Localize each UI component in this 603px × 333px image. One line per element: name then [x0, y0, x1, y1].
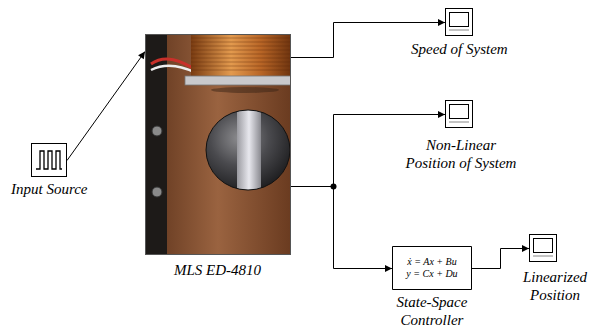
block-shape — [529, 234, 557, 262]
signal-line — [472, 245, 529, 269]
scope-icon — [445, 8, 473, 36]
block-shape — [445, 100, 473, 128]
arrow-head — [138, 52, 145, 60]
block-shape — [445, 8, 473, 36]
equation-text: ẋ = Ax + Bu — [407, 256, 456, 269]
scope-block: Speed of System — [445, 8, 473, 36]
arrow-head — [385, 265, 392, 272]
block-label: Linearized Position — [515, 268, 595, 304]
block-shape: ẋ = Ax + Buy = Cx + Du — [392, 246, 472, 290]
scope-block: Linearized Position — [529, 234, 557, 262]
signal-line — [291, 187, 392, 273]
signal-path — [67, 52, 145, 161]
block-label: Input Source — [11, 180, 88, 198]
block-label: Non-Linear Position of System — [401, 136, 521, 172]
arrow-head — [438, 111, 445, 118]
scope-icon — [529, 234, 557, 262]
block-body: ẋ = Ax + Buy = Cx + Du — [392, 246, 472, 290]
block-shape — [145, 34, 291, 255]
source-block: Input Source — [31, 143, 67, 177]
plant-block: MLS ED-4810 — [145, 34, 291, 255]
signal-path — [472, 249, 529, 269]
signal-line — [291, 111, 445, 190]
block-label: State-Space Controller — [386, 293, 478, 329]
arrow-head — [438, 19, 445, 26]
levitation-photo — [145, 34, 291, 255]
equation-text: y = Cx + Du — [406, 268, 457, 281]
block-shape — [31, 143, 67, 177]
scope-icon — [445, 100, 473, 128]
block-label: MLS ED-4810 — [174, 261, 261, 279]
scope-block: Non-Linear Position of System — [445, 100, 473, 128]
state-space-block: ẋ = Ax + Buy = Cx + DuState-Space Contro… — [392, 246, 472, 290]
signal-line — [67, 52, 145, 161]
arrow-head — [522, 245, 529, 252]
signal-path — [291, 187, 392, 269]
signal-path — [291, 115, 445, 187]
block-label: Speed of System — [411, 40, 508, 58]
pulse-icon — [31, 143, 67, 177]
